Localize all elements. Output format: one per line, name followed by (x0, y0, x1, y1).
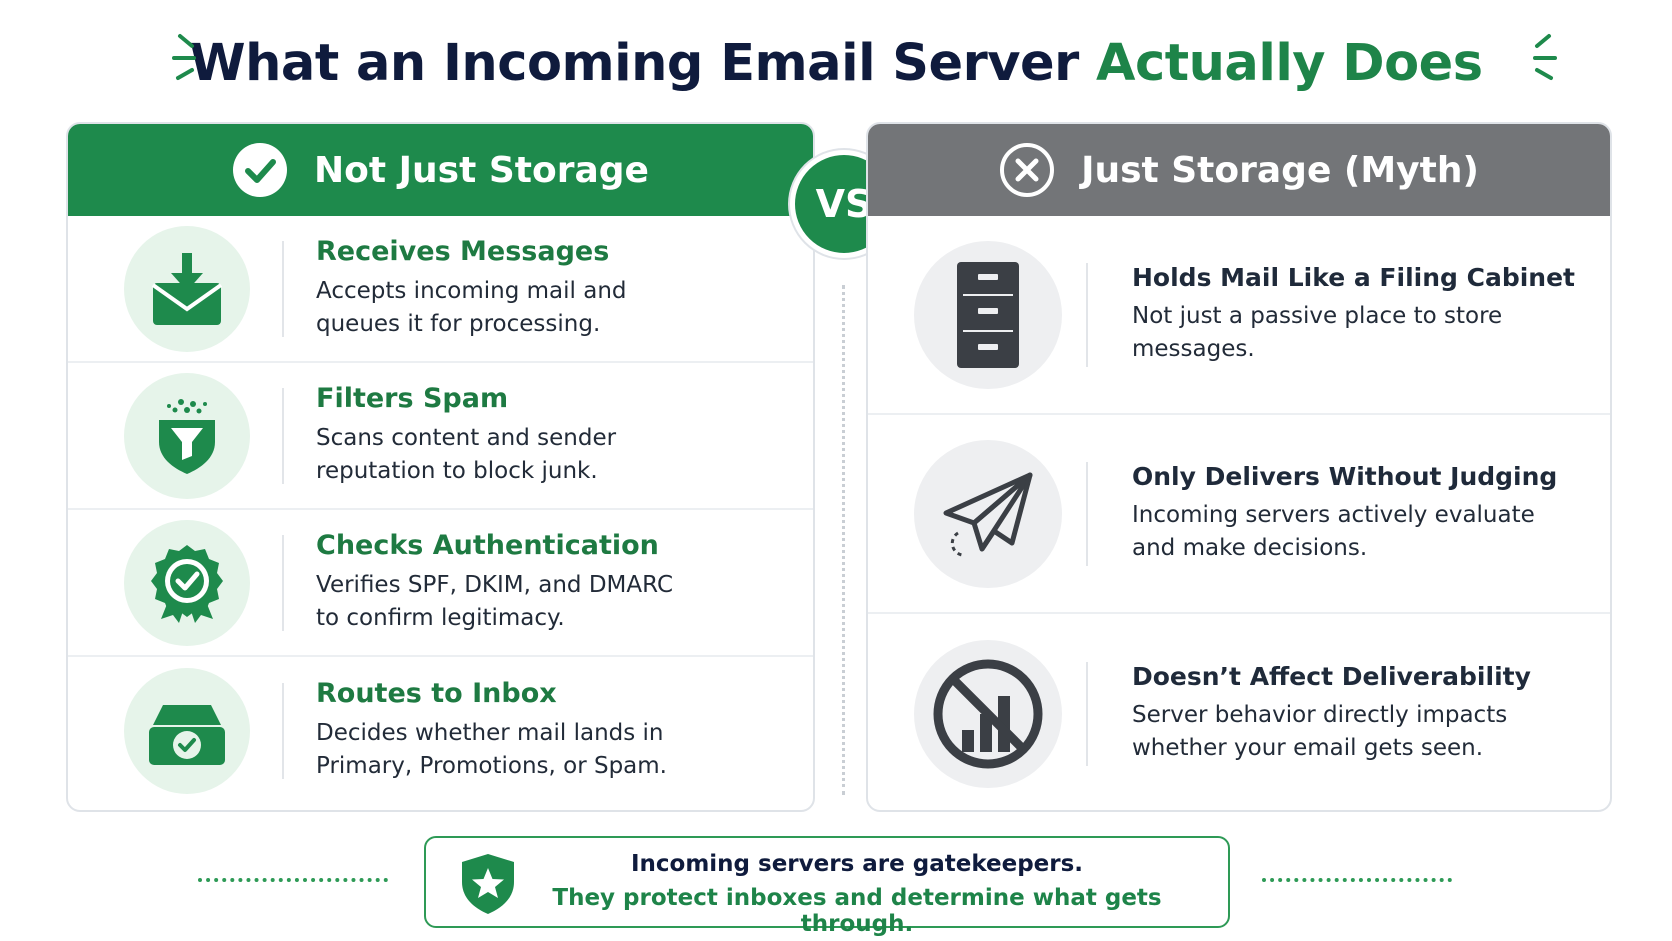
item-description: Accepts incoming mail and queues it for … (316, 275, 793, 341)
title-main: What an Incoming Email Server (189, 34, 1079, 93)
no-chart-icon (933, 659, 1043, 768)
item-description: Decides whether mail lands in Primary, P… (316, 717, 793, 783)
callout-line-1: Incoming servers are gatekeepers. (630, 851, 1084, 877)
item-text: Filters Spam Scans content and sender re… (316, 383, 793, 488)
inbox-tray-icon (149, 704, 225, 765)
paper-plane-icon (943, 472, 1033, 556)
desc-line: and make decisions. (1132, 535, 1368, 561)
item-heading: Filters Spam (316, 383, 509, 414)
row-divider (1086, 661, 1088, 766)
item-description: Verifies SPF, DKIM, and DMARC to confirm… (316, 569, 793, 635)
item-description: Incoming servers actively evaluate and m… (1132, 499, 1590, 565)
right-panel-title: Just Storage (Myth) (1081, 149, 1479, 191)
list-item-receives-messages: Receives Messages Accepts incoming mail … (68, 216, 813, 363)
icon-holder (914, 240, 1062, 389)
desc-line: Not just a passive place to store (1132, 303, 1503, 329)
desc-line: Primary, Promotions, or Spam. (316, 753, 667, 779)
desc-line: reputation to block junk. (316, 458, 598, 484)
desc-line: queues it for processing. (316, 311, 601, 337)
row-divider (1086, 262, 1088, 367)
left-panel-header: Not Just Storage (68, 124, 813, 216)
check-circle-icon (233, 143, 288, 197)
item-heading: Checks Authentication (316, 530, 659, 561)
item-text: Doesn’t Affect Deliverability Server beh… (1132, 662, 1590, 765)
icon-holder (124, 372, 250, 499)
desc-line: Decides whether mail lands in (316, 720, 664, 746)
icon-holder (914, 439, 1062, 588)
center-dotted-divider (842, 285, 845, 795)
envelope-download-icon (151, 252, 223, 325)
desc-line: Incoming servers actively evaluate (1132, 502, 1535, 528)
item-heading: Receives Messages (316, 236, 610, 267)
item-heading: Doesn’t Affect Deliverability (1132, 662, 1531, 691)
item-description: Scans content and sender reputation to b… (316, 422, 793, 488)
row-divider (282, 387, 284, 484)
list-item-checks-authentication: Checks Authentication Verifies SPF, DKIM… (68, 510, 813, 657)
item-heading: Routes to Inbox (316, 678, 557, 709)
item-heading: Holds Mail Like a Filing Cabinet (1132, 263, 1575, 292)
list-item-filing-cabinet: Holds Mail Like a Filing Cabinet Not jus… (868, 216, 1610, 415)
list-item-doesnt-affect-deliverability: Doesn’t Affect Deliverability Server beh… (868, 614, 1610, 810)
title-row: What an Incoming Email Server Actually D… (0, 28, 1672, 100)
item-description: Server behavior directly impacts whether… (1132, 699, 1590, 765)
row-divider (282, 534, 284, 631)
desc-line: whether your email gets seen. (1132, 735, 1484, 761)
row-divider (282, 240, 284, 337)
decorative-dots-right (1262, 878, 1452, 882)
not-just-storage-panel: Not Just Storage Receives Messages Accep… (66, 122, 815, 812)
item-text: Holds Mail Like a Filing Cabinet Not jus… (1132, 263, 1590, 366)
desc-line: Scans content and sender (316, 425, 617, 451)
title-accent: Actually Does (1096, 34, 1483, 93)
desc-line: Server behavior directly impacts (1132, 702, 1508, 728)
shield-star-icon (462, 854, 514, 914)
icon-holder (124, 667, 250, 794)
filing-cabinet-icon (957, 261, 1019, 368)
icon-holder (124, 225, 250, 352)
item-text: Receives Messages Accepts incoming mail … (316, 236, 793, 341)
desc-line: messages. (1132, 336, 1255, 362)
sparkle-left-icon (172, 34, 196, 80)
item-heading: Only Delivers Without Judging (1132, 462, 1558, 491)
decorative-dots-left (198, 878, 388, 882)
list-item-routes-to-inbox: Routes to Inbox Decides whether mail lan… (68, 657, 813, 804)
list-item-filters-spam: Filters Spam Scans content and sender re… (68, 363, 813, 510)
right-panel-header: Just Storage (Myth) (868, 124, 1610, 216)
just-storage-myth-panel: Just Storage (Myth) Holds Mail Like a Fi… (866, 122, 1612, 812)
page-title: What an Incoming Email Server Actually D… (189, 28, 1483, 100)
item-description: Not just a passive place to store messag… (1132, 300, 1590, 366)
desc-line: Accepts incoming mail and (316, 278, 627, 304)
icon-holder (124, 519, 250, 646)
badge-check-icon (151, 544, 223, 623)
item-text: Checks Authentication Verifies SPF, DKIM… (316, 530, 793, 635)
desc-line: to confirm legitimacy. (316, 605, 565, 631)
row-divider (1086, 461, 1088, 566)
list-item-delivers-without-judging: Only Delivers Without Judging Incoming s… (868, 415, 1610, 614)
shield-filter-icon (159, 398, 215, 474)
desc-line: Verifies SPF, DKIM, and DMARC (316, 572, 674, 598)
left-panel-title: Not Just Storage (314, 149, 649, 191)
row-divider (282, 682, 284, 779)
callout-line-2: They protect inboxes and determine what … (552, 885, 1162, 937)
x-circle-icon (1000, 143, 1055, 197)
icon-holder (914, 639, 1062, 788)
sparkle-right-icon (1533, 34, 1557, 80)
gatekeeper-callout: Incoming servers are gatekeepers. They p… (424, 836, 1230, 937)
item-text: Only Delivers Without Judging Incoming s… (1132, 462, 1590, 565)
item-text: Routes to Inbox Decides whether mail lan… (316, 678, 793, 783)
